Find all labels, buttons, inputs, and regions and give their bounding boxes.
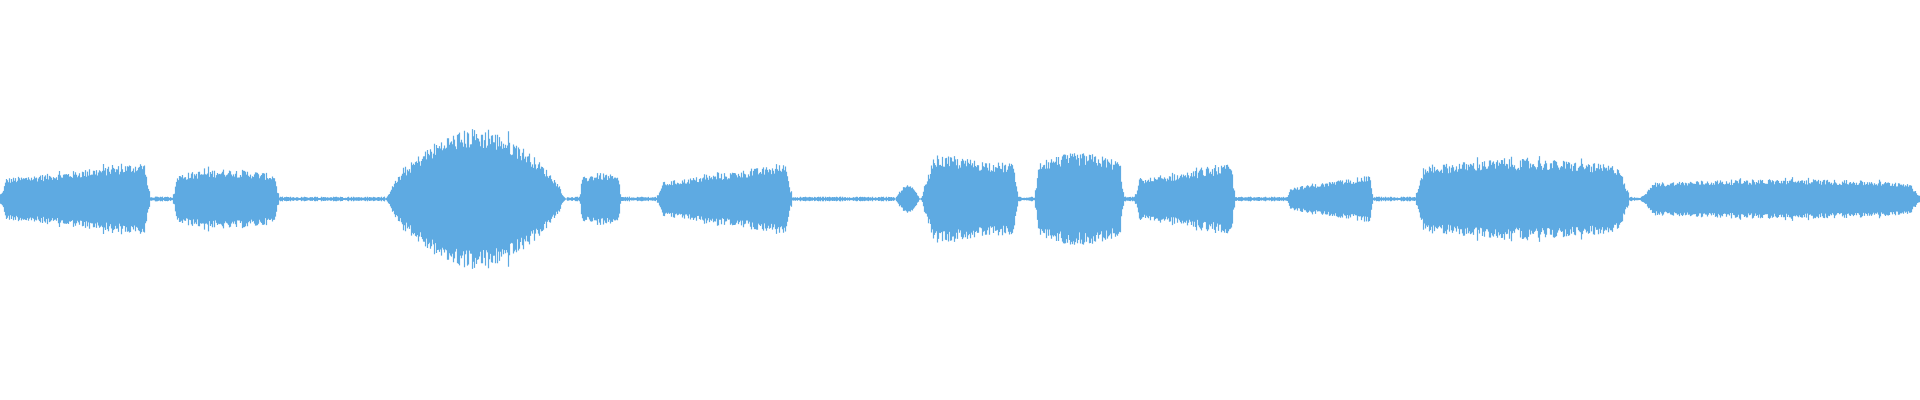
waveform-bars: [0, 129, 1920, 269]
waveform-amplitude-path: [0, 129, 1920, 269]
